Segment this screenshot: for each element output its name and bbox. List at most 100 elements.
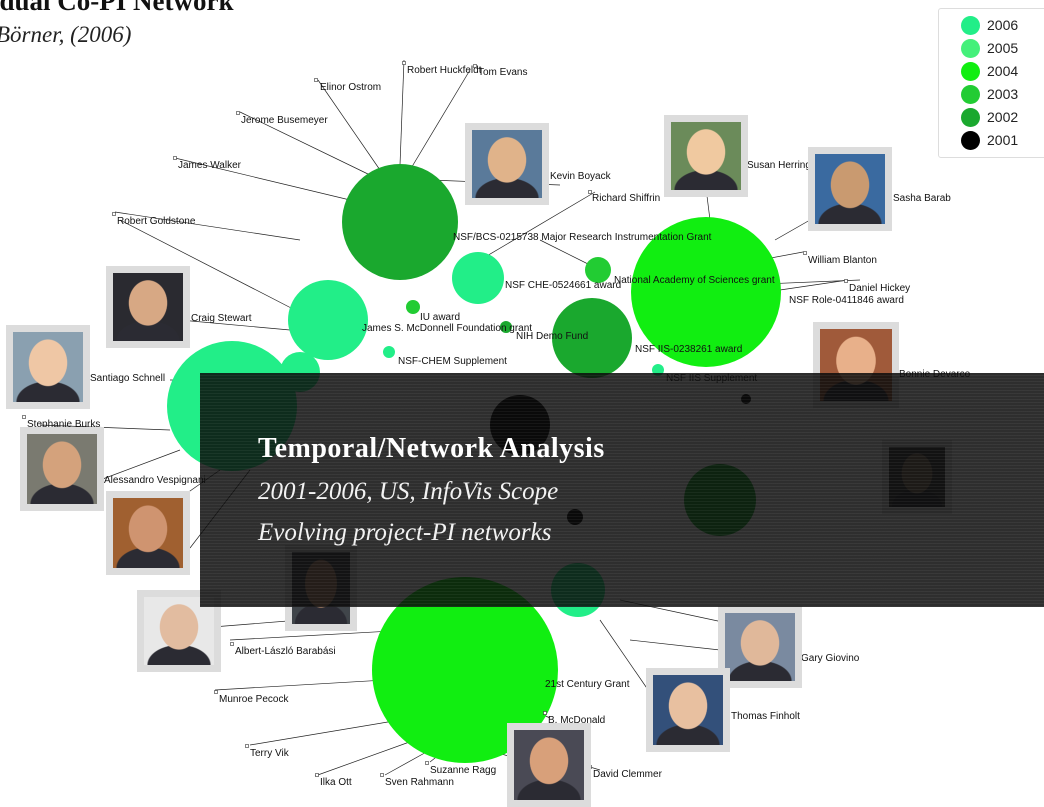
person-marker <box>214 690 218 694</box>
photo-kevin-boyack <box>465 123 549 205</box>
person-marker <box>315 773 319 777</box>
person-label-robert-huckfeldt: Robert Huckfeldt <box>407 65 482 76</box>
person-marker <box>844 279 848 283</box>
photo-susan-herring <box>664 115 748 197</box>
grant-node <box>552 298 632 378</box>
person-label-william-blanton: William Blanton <box>808 255 877 266</box>
grant-label: NIH Demo Fund <box>516 331 588 342</box>
person-label-robert-goldstone: Robert Goldstone <box>117 216 196 227</box>
network-link <box>779 279 849 291</box>
portrait-image <box>27 434 97 504</box>
person-marker <box>402 61 406 65</box>
person-marker <box>473 64 477 68</box>
legend-dot-2002 <box>961 107 980 127</box>
person-marker <box>230 642 234 646</box>
legend-item-2001: 2001 <box>961 130 1018 150</box>
legend-item-2005: 2005 <box>961 38 1018 58</box>
portrait-image <box>653 675 723 745</box>
grant-node <box>383 346 395 358</box>
grant-node <box>406 300 420 314</box>
person-marker <box>543 711 547 715</box>
grant-node <box>342 164 458 280</box>
network-link <box>249 719 401 746</box>
grant-node <box>372 577 558 763</box>
person-label-james-walker: James Walker <box>178 160 242 171</box>
legend-dot-2005 <box>961 38 980 58</box>
person-marker <box>314 78 318 82</box>
grant-label: 21st Century Grant <box>545 679 630 690</box>
person-label-alessandro-vespignani: Alessandro Vespignani <box>104 475 206 486</box>
overlay-title: Temporal/Network Analysis <box>258 433 605 464</box>
person-label-munroe-pecock: Munroe Pecock <box>219 694 289 705</box>
person-label-susan-herring: Susan Herring <box>747 160 811 171</box>
person-label-terry-vik: Terry Vik <box>250 748 290 759</box>
legend-item-2002: 2002 <box>961 107 1018 127</box>
network-link <box>774 219 811 241</box>
portrait-image <box>815 154 885 224</box>
legend-dot-2001 <box>961 130 980 150</box>
network-link <box>229 629 411 641</box>
portrait-image <box>113 273 183 341</box>
person-marker <box>22 415 26 419</box>
network-link <box>179 319 291 331</box>
grant-node <box>631 217 781 367</box>
person-marker <box>588 190 592 194</box>
network-link <box>214 679 386 691</box>
network-link <box>239 111 371 176</box>
network-link <box>174 157 351 201</box>
photo-sasha-barab <box>808 147 892 231</box>
legend-item-2006: 2006 <box>961 15 1018 35</box>
portrait-image <box>514 730 584 800</box>
person-label-gary-giovino: Gary Giovino <box>801 653 860 664</box>
grant-node <box>452 252 504 304</box>
network-link <box>399 59 405 166</box>
legend-dot-2006 <box>961 15 980 35</box>
person-label-daniel-hickey: Daniel Hickey <box>849 283 910 294</box>
grant-node <box>585 257 611 283</box>
person-label-elinor-ostrom: Elinor Ostrom <box>320 82 381 93</box>
person-label-thomas-finholt: Thomas Finholt <box>731 711 800 722</box>
year-legend: 2006 2005 2004 2003 2002 2001 <box>938 8 1044 158</box>
person-marker <box>173 156 177 160</box>
network-link <box>119 219 296 311</box>
photo-craig-stewart <box>106 266 190 348</box>
person-label-albert-la-szlo-baraba-si: Albert-László Barabási <box>235 646 336 657</box>
person-label-santiago-schnell: Santiago Schnell <box>90 373 165 384</box>
legend-item-2003: 2003 <box>961 84 1018 104</box>
legend-dot-2003 <box>961 84 980 104</box>
person-marker <box>425 761 429 765</box>
person-marker <box>380 773 384 777</box>
grant-node <box>500 321 512 333</box>
person-label-kevin-boyack: Kevin Boyack <box>550 171 612 182</box>
grant-label: IU award <box>420 312 460 323</box>
network-link <box>479 191 596 261</box>
overlay-subtitle: Evolving project-PI networks <box>258 519 552 546</box>
photo-person-photo-6 <box>106 491 190 575</box>
network-link <box>629 639 721 651</box>
portrait-image <box>725 613 795 681</box>
network-link <box>599 619 656 701</box>
network-link <box>409 69 471 171</box>
grant-label: NSF Role-0411846 award <box>789 295 904 306</box>
grant-label: NSF CHE-0524661 award <box>505 280 621 291</box>
page-byline: Börner, (2006) <box>0 22 132 47</box>
grant-label: James S. McDonnell Foundation grant <box>362 323 532 334</box>
grant-label: NSF-CHEM Supplement <box>398 356 507 367</box>
network-link <box>317 79 381 171</box>
person-label-sasha-barab: Sasha Barab <box>893 193 951 204</box>
analysis-overlay: Temporal/Network Analysis 2001-2006, US,… <box>200 373 1044 607</box>
person-marker <box>245 744 249 748</box>
person-label-jerome-busemeyer: Jerome Busemeyer <box>241 115 328 126</box>
person-label-ilka-ott: Ilka Ott <box>320 777 352 788</box>
network-link <box>314 739 416 777</box>
overlay-scope: 2001-2006, US, InfoVis Scope <box>258 478 559 505</box>
network-link <box>114 211 301 241</box>
photo-thomas-finholt <box>646 668 730 752</box>
network-link <box>99 449 181 481</box>
grant-label: NSF IIS-0238261 award <box>635 344 742 355</box>
photo-alessandro-vespignani <box>20 427 104 511</box>
photo-santiago-schnell <box>6 325 90 409</box>
person-label-suzanne-ragg: Suzanne Ragg <box>430 765 496 776</box>
person-label-sven-rahmann: Sven Rahmann <box>385 777 454 788</box>
page-title: idual Co-PI Network <box>0 0 234 16</box>
